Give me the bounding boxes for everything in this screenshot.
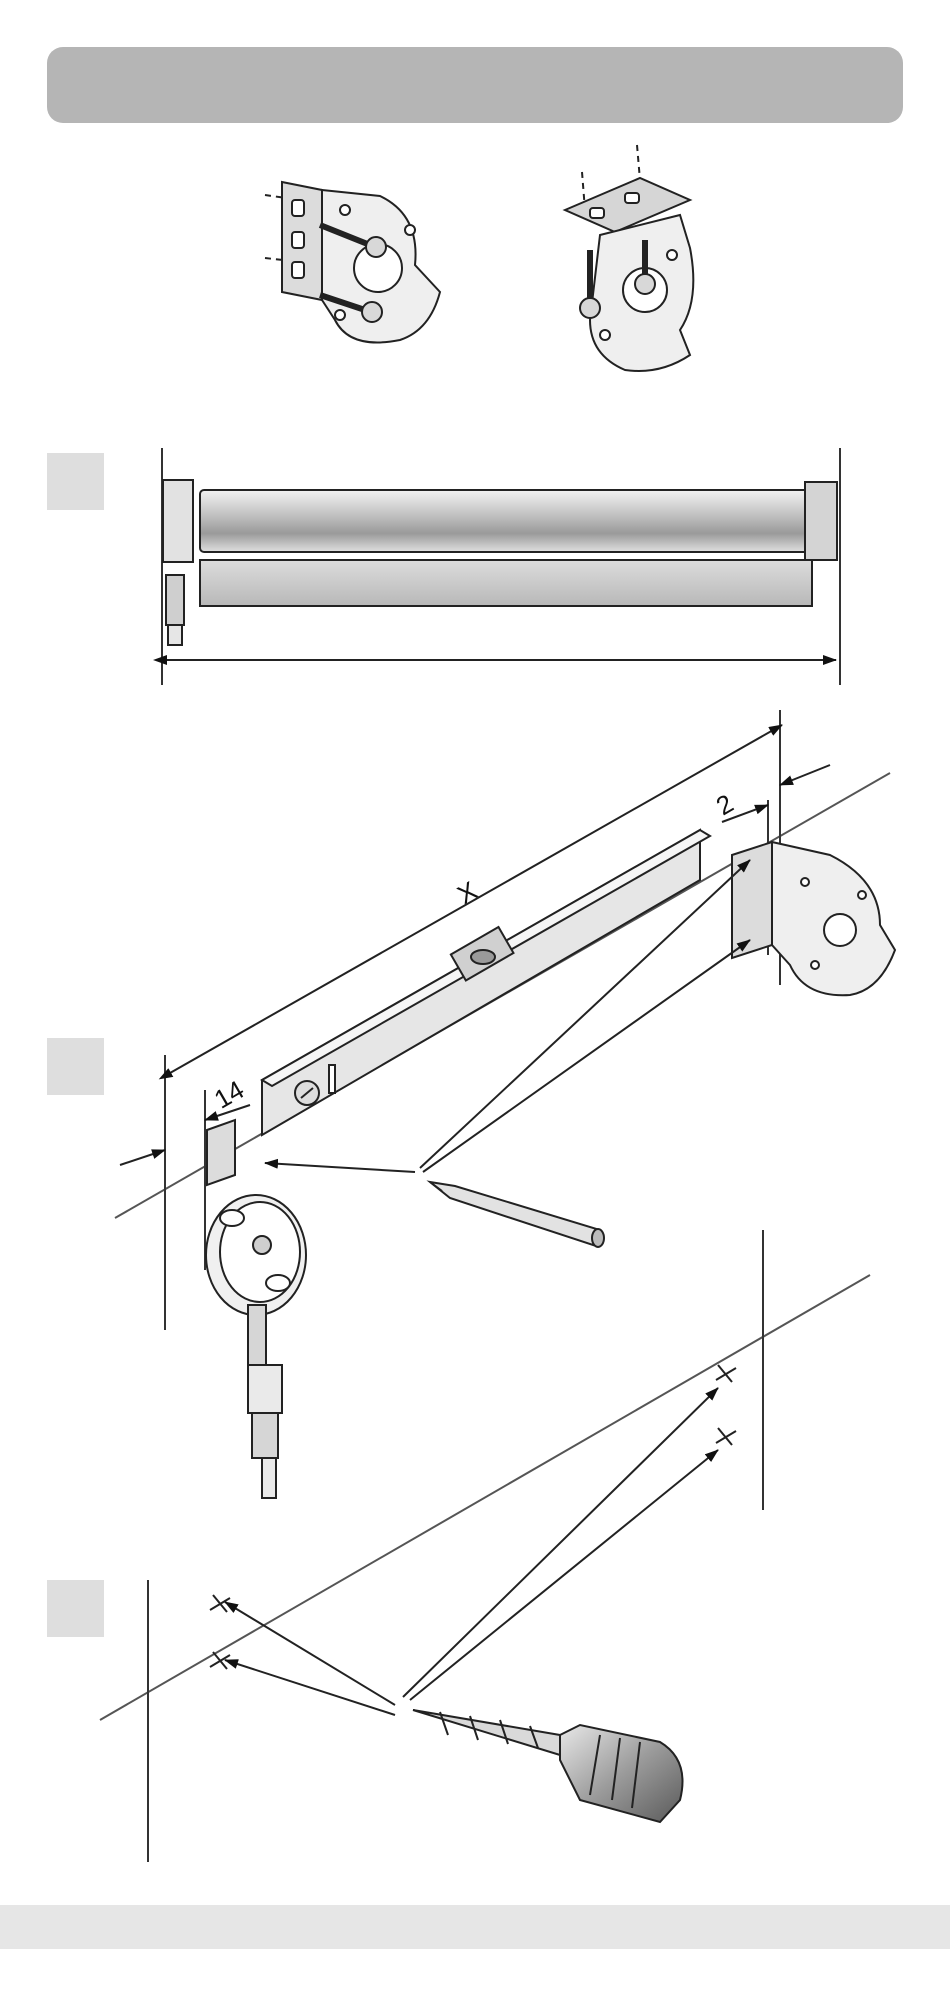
marking-step-illustration: X 14 2 (115, 710, 895, 1498)
dimension-label-2: 2 (711, 788, 739, 821)
dimension-label-x: X (452, 875, 482, 910)
bracket-ceiling-mount-illustration (565, 145, 693, 371)
roller-blind-illustration (162, 448, 840, 685)
drilling-step-illustration (100, 1230, 870, 1862)
dimension-label-14: 14 (209, 1074, 249, 1114)
bracket-wall-mount-illustration (265, 182, 440, 343)
